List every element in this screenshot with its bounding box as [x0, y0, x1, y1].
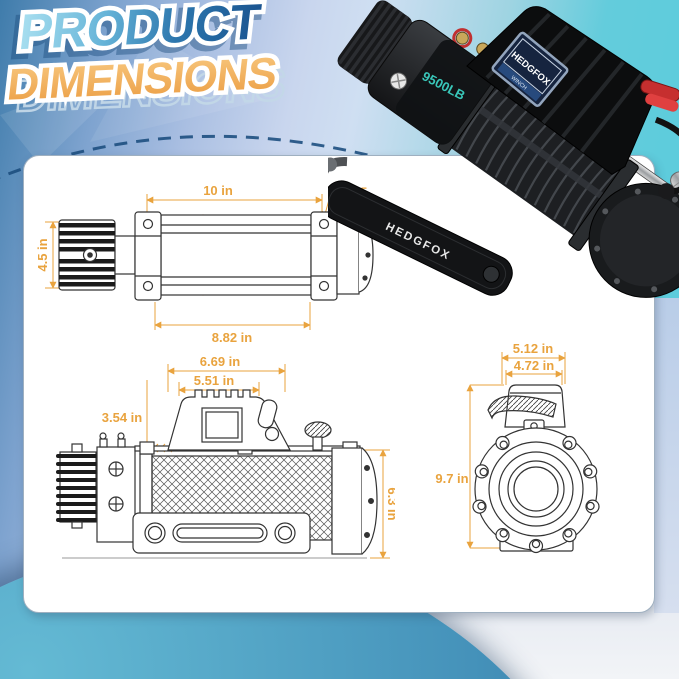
dim-motor-height-label: 4.5 in	[35, 238, 50, 271]
dim-top-width-label: 5.12 in	[513, 341, 554, 356]
red-isolator	[640, 79, 679, 112]
end-view-diagram: 5.12 in 4.72 in 9.7 in	[435, 341, 600, 554]
motor-fins	[338, 0, 413, 85]
top-view-diagram: 10 in 4*⌀0.5 4.5 in ⌀2.52 in 8.82 in	[35, 183, 374, 345]
dim-bottom-width-label: 8.82 in	[212, 330, 253, 345]
top-view-drawing	[58, 211, 374, 301]
front-view-diagram: 6.69 in 5.51 in 3.54 in 6.3 in	[56, 354, 395, 559]
remote-cable	[654, 116, 679, 194]
clutch-lever	[670, 171, 679, 239]
title-line1: PRODUCT	[16, 0, 264, 60]
dimension-lines	[466, 352, 566, 549]
dim-body-height-label: 6.3 in	[385, 487, 395, 520]
dim-inner-width-label: 4.72 in	[514, 358, 555, 373]
brand-plate: HEDGFOX WINCH	[491, 31, 569, 107]
dim-overall-width-label: 6.69 in	[200, 354, 241, 369]
dim-inner-width-label: 5.51 in	[194, 373, 235, 388]
front-view-drawing	[56, 389, 378, 559]
dim-top-width-label: 10 in	[203, 183, 233, 198]
product-photo: 9500LB HEDGFOX WINCH	[328, 0, 679, 298]
page-title: PRODUCT DIMENSIONS PRODUCT DIMENSIONS	[0, 0, 288, 123]
remote-plug	[658, 183, 675, 200]
dim-height-label: 9.7 in	[435, 471, 468, 486]
dim-box-height-label: 3.54 in	[102, 410, 143, 425]
gear-bolts	[594, 188, 679, 293]
background-right-strip	[654, 298, 679, 613]
end-view-drawing	[472, 384, 600, 554]
